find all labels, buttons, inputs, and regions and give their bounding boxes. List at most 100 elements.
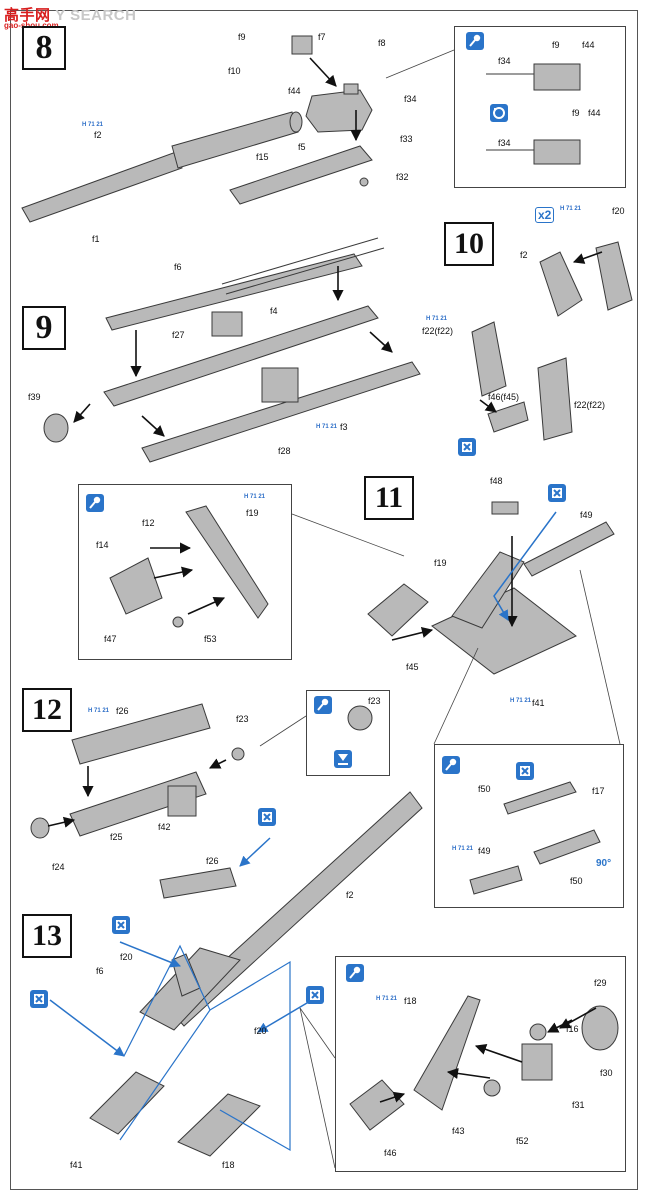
part-tree-tag: H 71 21 — [88, 708, 110, 714]
label-f12: f12 — [142, 518, 155, 528]
label-f6: f6 — [174, 262, 182, 272]
part-tree-tag: H 71 21 — [316, 424, 338, 430]
label-f19-step11: f19 — [434, 558, 447, 568]
label-f47: f47 — [104, 634, 117, 644]
label-f22f22-b: f22(f22) — [574, 400, 606, 410]
glue-icon — [442, 756, 460, 774]
label-f9-detail-b: f9 — [572, 108, 580, 118]
barrel-f2-mid — [171, 111, 299, 169]
label-f41-step13: f41 — [70, 1160, 83, 1170]
no-glue-icon — [548, 484, 566, 502]
no-glue-icon — [516, 762, 534, 780]
label-f6-step13: f6 — [96, 966, 104, 976]
cradle-f5 — [229, 145, 373, 205]
label-f3: f3 — [340, 422, 348, 432]
label-f2: f2 — [94, 130, 102, 140]
frame-f19 — [185, 505, 269, 619]
part-tree-tag: H 71 21 — [426, 316, 448, 322]
label-f20-step13: f20 — [120, 952, 133, 962]
label-f18-detail: f18 — [404, 996, 417, 1006]
label-f23: f23 — [236, 714, 249, 724]
part-tree-tag: H 71 21 — [82, 122, 104, 128]
step-10-number: 10 — [444, 222, 494, 266]
step-8-number: 8 — [22, 26, 66, 70]
label-f20: f20 — [612, 206, 625, 216]
no-glue-icon — [112, 916, 130, 934]
label-f14: f14 — [96, 540, 109, 550]
part-tree-tag: H 71 21 — [244, 494, 266, 500]
label-f48: f48 — [490, 476, 503, 486]
label-f26-step13: f26 — [206, 856, 219, 866]
trail-f3 — [141, 361, 421, 463]
label-f29: f29 — [594, 978, 607, 988]
label-f45: f45 — [406, 662, 419, 672]
label-f4: f4 — [270, 306, 278, 316]
frame-f18 — [413, 995, 481, 1111]
label-f33: f33 — [400, 134, 413, 144]
label-f34-detail: f34 — [498, 56, 511, 66]
label-f46: f46 — [384, 1148, 397, 1158]
label-f15: f15 — [256, 152, 269, 162]
label-f39: f39 — [28, 392, 41, 402]
label-f50: f50 — [478, 784, 491, 794]
label-f34-detail-b: f34 — [498, 138, 511, 148]
label-f30: f30 — [600, 1068, 613, 1078]
label-f16: f16 — [566, 1024, 579, 1034]
label-f44-detail: f44 — [582, 40, 595, 50]
watermark-url: gao-shou.com — [4, 21, 59, 30]
step-12-number: 12 — [22, 688, 72, 732]
label-f25: f25 — [110, 832, 123, 842]
label-f23-detail: f23 — [368, 696, 381, 706]
half-f20 — [595, 241, 633, 311]
label-f53: f53 — [204, 634, 217, 644]
drill-icon — [334, 750, 352, 768]
no-glue-icon — [258, 808, 276, 826]
part-tree-tag: H 71 21 — [452, 846, 474, 852]
rotate-icon — [490, 104, 508, 122]
label-f28: f28 — [278, 446, 291, 456]
part-tree-tag: H 71 21 — [560, 206, 582, 212]
label-f49: f49 — [580, 510, 593, 520]
step-13-number: 13 — [22, 914, 72, 958]
watermark-logo: 高手网 Y SEARCH — [4, 7, 137, 24]
rotation-angle: 90° — [596, 858, 612, 869]
label-f44: f44 — [288, 86, 301, 96]
glue-icon — [346, 964, 364, 982]
detail-box-step13 — [335, 956, 626, 1172]
no-glue-icon — [458, 438, 476, 456]
breech-block — [305, 89, 373, 133]
label-f18-step13: f18 — [222, 1160, 235, 1170]
label-f27: f27 — [172, 330, 185, 340]
cylinder-f2-step10 — [539, 251, 583, 317]
label-f34: f34 — [404, 94, 417, 104]
label-f1: f1 — [92, 234, 100, 244]
label-f20-step13-b: f20 — [254, 1026, 267, 1036]
label-f9: f9 — [238, 32, 246, 42]
label-f42: f42 — [158, 822, 171, 832]
trail-f4 — [103, 305, 379, 407]
part-tree-tag: H 71 21 — [510, 698, 532, 704]
label-f43: f43 — [452, 1126, 465, 1136]
label-f31: f31 — [572, 1100, 585, 1110]
glue-icon — [466, 32, 484, 50]
label-f8: f8 — [378, 38, 386, 48]
label-f19: f19 — [246, 508, 259, 518]
base-f41 — [431, 587, 577, 675]
label-f26: f26 — [116, 706, 129, 716]
barrel-f1 — [21, 151, 183, 223]
quantity-badge: x2 — [535, 207, 555, 223]
step-11-number: 11 — [364, 476, 414, 520]
label-f9-detail: f9 — [552, 40, 560, 50]
label-f10: f10 — [228, 66, 241, 76]
label-f46f45: f46(f45) — [488, 392, 520, 402]
label-f2-step10: f2 — [520, 250, 528, 260]
label-f7: f7 — [318, 32, 326, 42]
label-f24: f24 — [52, 862, 65, 872]
label-f52: f52 — [516, 1136, 529, 1146]
glue-icon — [314, 696, 332, 714]
label-f41: f41 — [532, 698, 545, 708]
label-f44-detail-b: f44 — [588, 108, 601, 118]
label-f17: f17 — [592, 786, 605, 796]
